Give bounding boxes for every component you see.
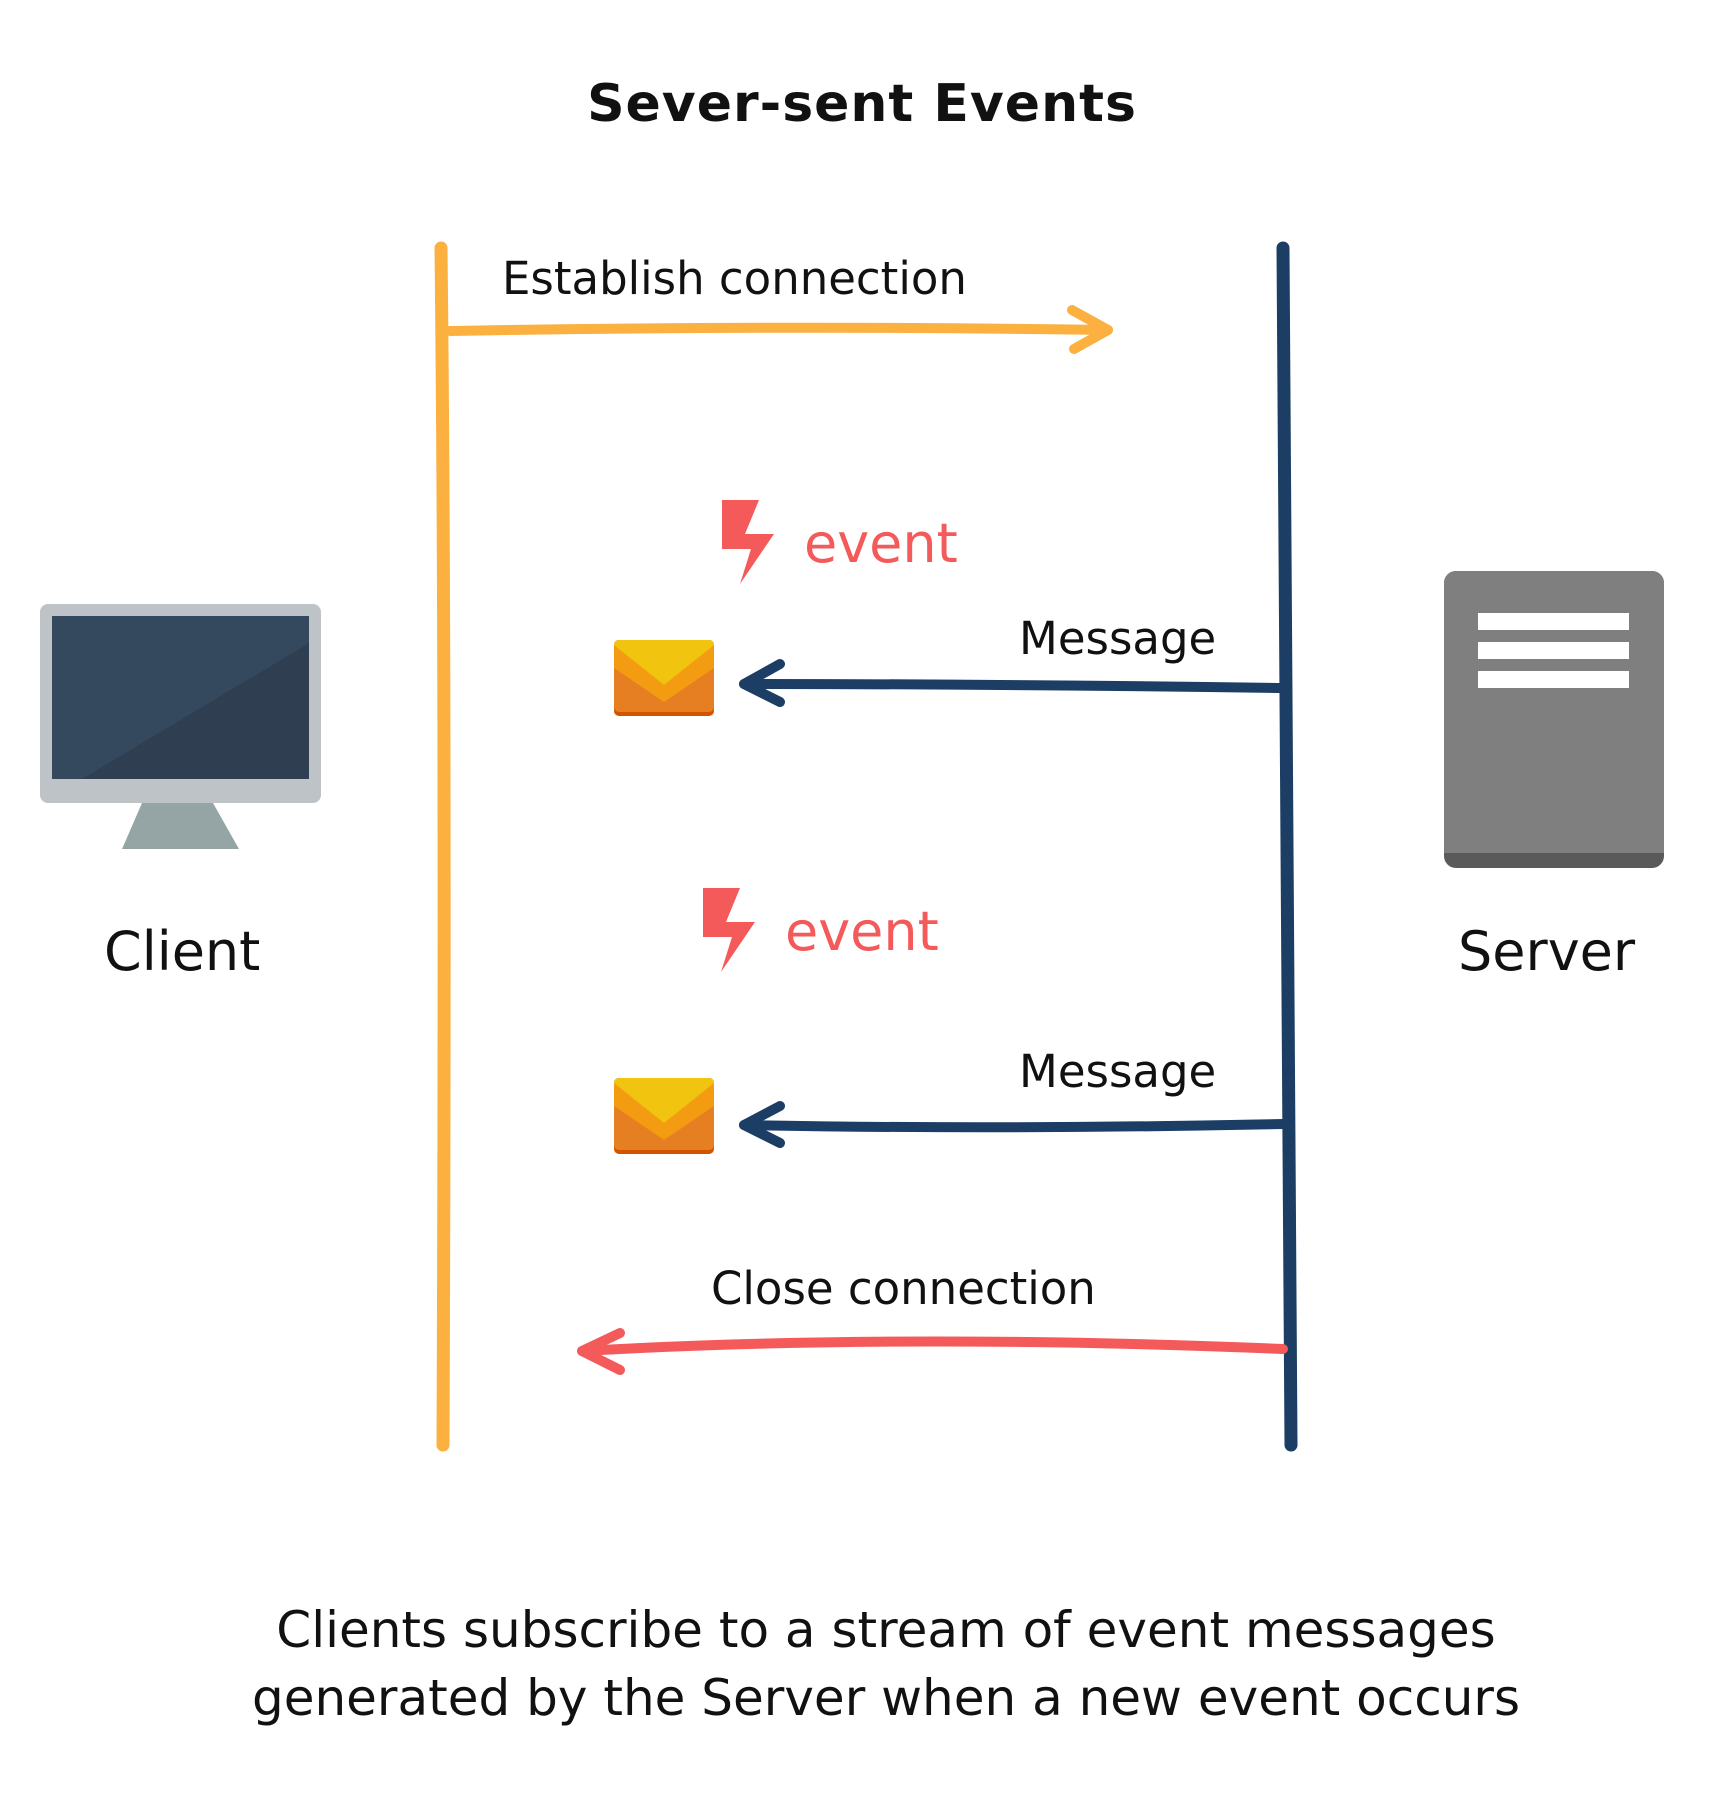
- establish-connection-label: Establish connection: [502, 252, 967, 305]
- envelope-icon: [614, 640, 714, 716]
- monitor-icon: [40, 604, 321, 849]
- envelope-icon: [614, 1078, 714, 1154]
- server-label: Server: [1458, 920, 1636, 983]
- message-label-2: Message: [1019, 1045, 1217, 1098]
- diagram-title: Sever-sent Events: [587, 74, 1137, 134]
- caption: Clients subscribe to a stream of event m…: [0, 1596, 1724, 1732]
- server-icon: [1444, 571, 1664, 868]
- client-label: Client: [104, 920, 261, 983]
- establish-connection-arrow: [445, 305, 1113, 354]
- caption-line-2: generated by the Server when a new event…: [251, 1669, 1521, 1727]
- event-label-2: event: [785, 900, 939, 963]
- lightning-icon: [722, 500, 774, 584]
- message-arrow-2: [739, 1101, 1288, 1148]
- close-connection-label: Close connection: [711, 1262, 1096, 1315]
- message-label-1: Message: [1019, 612, 1217, 665]
- server-lifeline: [1276, 241, 1298, 1452]
- event-label-1: event: [804, 512, 958, 575]
- lightning-icon: [703, 888, 755, 972]
- close-connection-arrow: [577, 1328, 1288, 1375]
- client-lifeline: [434, 241, 451, 1452]
- message-arrow-1: [739, 659, 1288, 707]
- caption-line-1: Clients subscribe to a stream of event m…: [276, 1601, 1496, 1659]
